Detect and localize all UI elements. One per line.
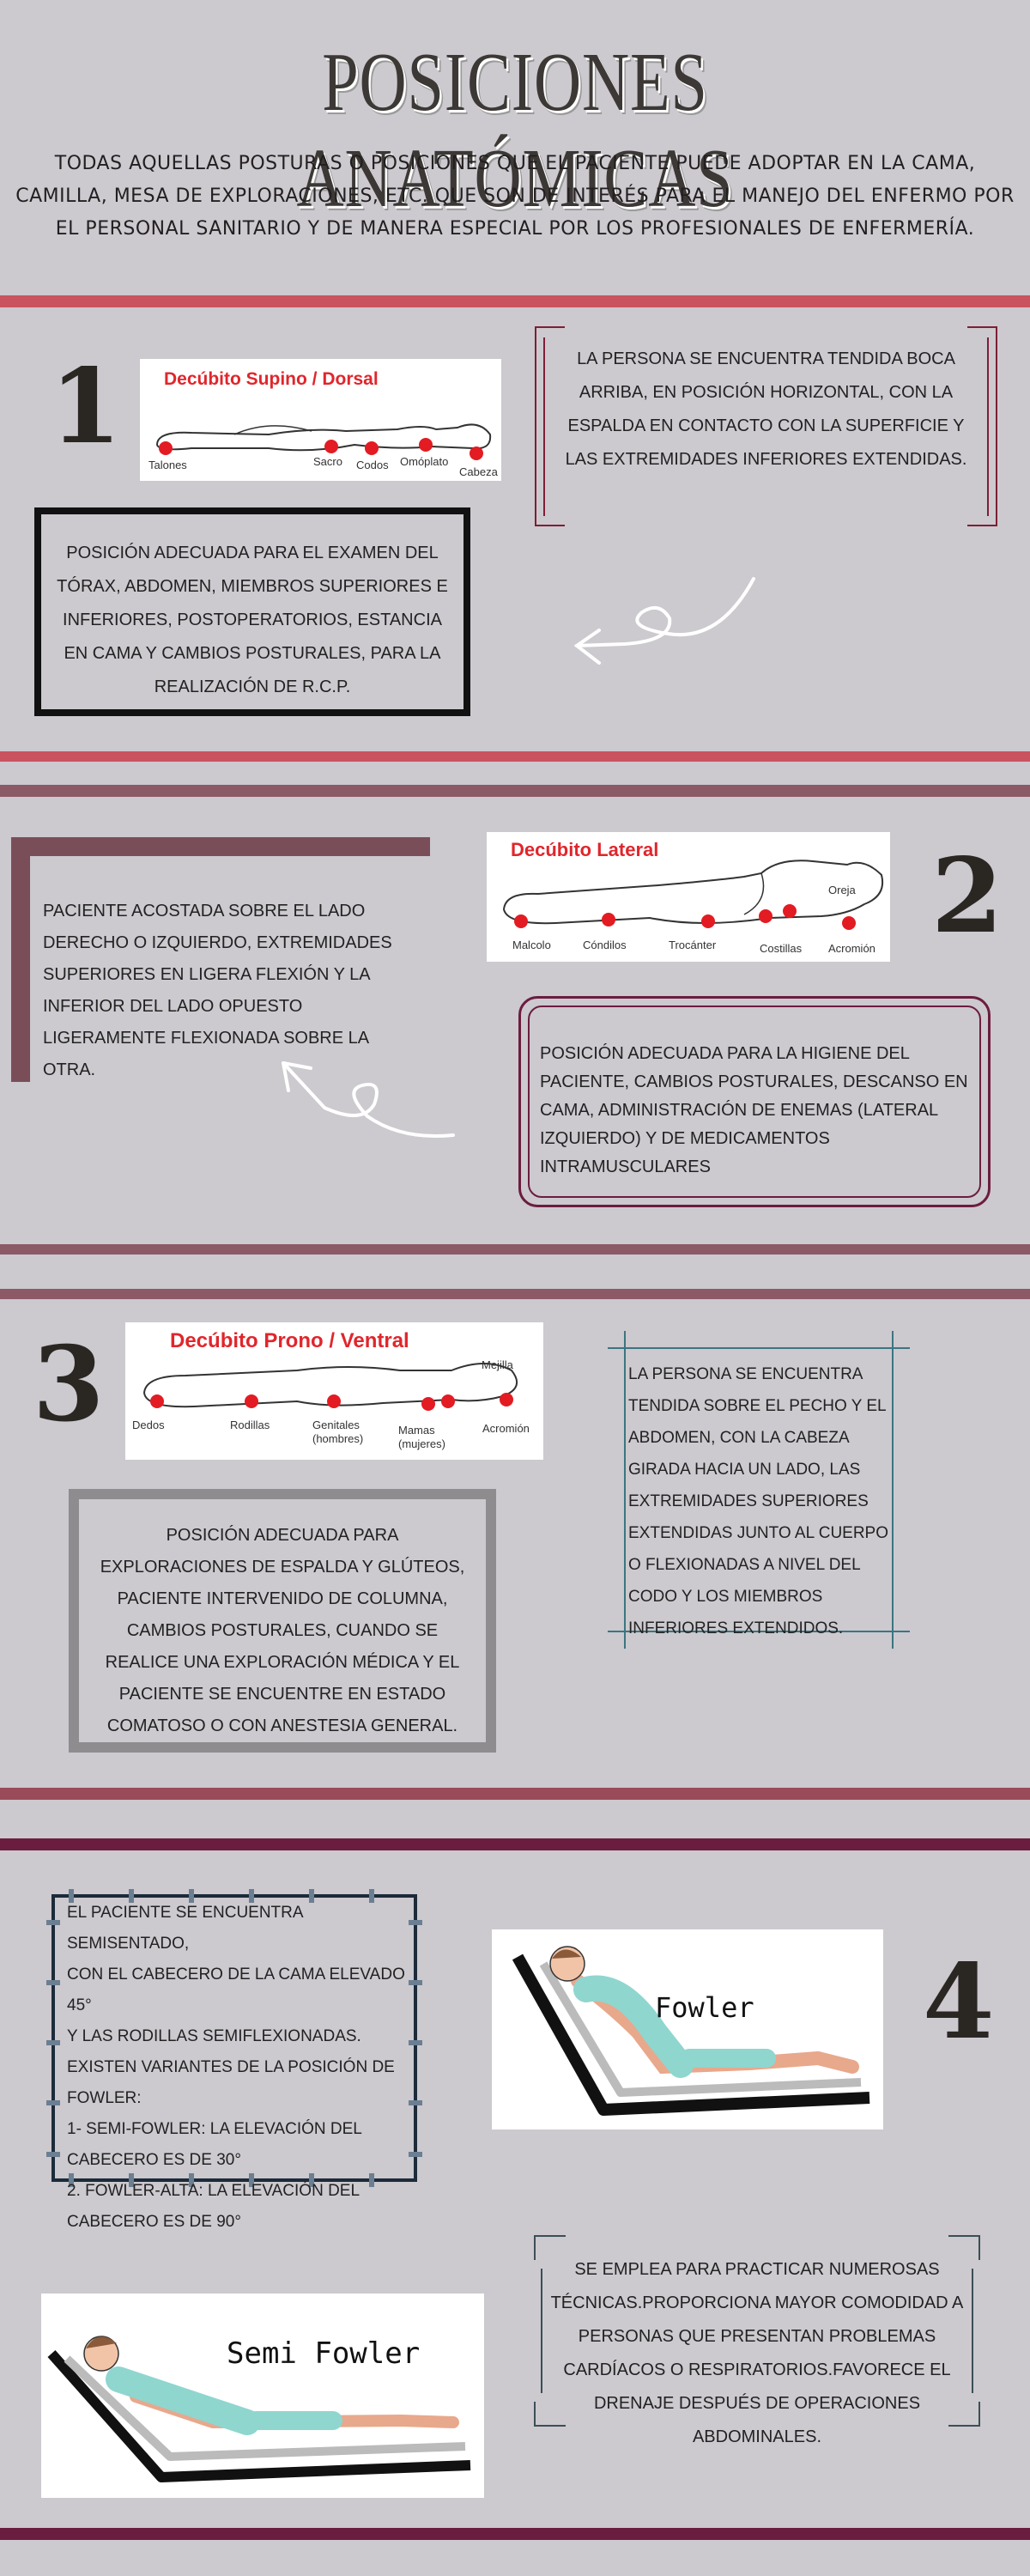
use-box: SE EMPLEA PARA PRACTICAR NUMEROSAS TÉCNI… bbox=[533, 2234, 981, 2446]
image-title: Fowler bbox=[655, 1991, 754, 2024]
image-title: Decúbito Prono / Ventral bbox=[170, 1329, 409, 1352]
acromion-dot bbox=[500, 1393, 513, 1406]
use-text: SE EMPLEA PARA PRACTICAR NUMEROSAS TÉCNI… bbox=[550, 2260, 964, 2446]
fowler-position-image: Fowler bbox=[492, 1929, 883, 2129]
label-cabeza: Cabeza bbox=[459, 465, 498, 478]
label-acromion: Acromión bbox=[482, 1422, 530, 1435]
description-text: LA PERSONA SE ENCUENTRA TENDIDA SOBRE EL… bbox=[628, 1365, 889, 1637]
label-mamas: Mamas (mujeres) bbox=[398, 1424, 445, 1450]
label-condilos: Cóndilos bbox=[583, 939, 627, 951]
label-codos: Codos bbox=[356, 459, 389, 471]
description-text: EL PACIENTE SE ENCUENTRA SEMISENTADO, CO… bbox=[67, 1898, 410, 2238]
label-trocanter: Trocánter bbox=[669, 939, 717, 951]
divider-band bbox=[0, 1244, 1030, 1255]
rodillas-dot bbox=[245, 1394, 258, 1408]
section-number: 1 bbox=[50, 346, 122, 467]
fowler-figure-icon bbox=[512, 1946, 870, 2116]
divider-band bbox=[0, 785, 1030, 797]
codos-dot bbox=[365, 441, 379, 455]
section-number: 4 bbox=[923, 1941, 995, 2063]
divider-band bbox=[0, 751, 1030, 762]
description-line: CABECERO ES DE 30° bbox=[67, 2151, 241, 2169]
section-number: 2 bbox=[931, 835, 1003, 957]
sacro-dot bbox=[324, 440, 338, 453]
divider-band bbox=[0, 1838, 1030, 1850]
image-title: Decúbito Lateral bbox=[511, 839, 659, 860]
supine-figure-icon bbox=[155, 423, 492, 460]
lateral-position-image: Decúbito Lateral Oreja Malcolo Cóndilos … bbox=[487, 832, 890, 962]
description-box: LA PERSONA SE ENCUENTRA TENDIDA BOCA ARR… bbox=[534, 325, 998, 527]
genitales-dot bbox=[327, 1394, 341, 1408]
condilos-dot bbox=[602, 913, 615, 927]
bracket-frame bbox=[534, 2235, 980, 2427]
prone-figure-icon bbox=[142, 1363, 518, 1411]
label-costillas: Costillas bbox=[760, 942, 803, 955]
use-box: POSICIÓN ADECUADA PARA EXPLORACIONES DE … bbox=[69, 1489, 496, 1753]
divider-band bbox=[0, 295, 1030, 307]
bolt-frame bbox=[46, 1889, 422, 2187]
divider-band bbox=[0, 1788, 1030, 1800]
bracket-frame bbox=[535, 326, 997, 526]
lateral-figure-icon bbox=[502, 860, 883, 930]
label-talones: Talones bbox=[148, 459, 187, 471]
use-box: POSICIÓN ADECUADA PARA EL EXAMEN DEL TÓR… bbox=[34, 507, 470, 716]
label-acromion: Acromión bbox=[828, 942, 876, 955]
use-text: POSICIÓN ADECUADA PARA EXPLORACIONES DE … bbox=[100, 1526, 465, 1735]
talones-dot bbox=[159, 441, 173, 455]
costillas-dot bbox=[759, 909, 772, 923]
label-dedos: Dedos bbox=[132, 1419, 165, 1431]
use-box: POSICIÓN ADECUADA PARA LA HIGIENE DEL PA… bbox=[518, 996, 991, 1207]
label-mejilla: Mejilla bbox=[482, 1358, 513, 1371]
description-line: Y LAS RODILLAS SEMIFLEXIONADAS. bbox=[67, 2027, 361, 2045]
image-title: Decúbito Supino / Dorsal bbox=[164, 369, 379, 389]
label-genitales: Genitales (hombres) bbox=[312, 1419, 364, 1445]
semi-fowler-figure-icon bbox=[47, 2336, 471, 2482]
semi-fowler-position-image: Semi Fowler bbox=[41, 2293, 484, 2498]
label-oreja: Oreja bbox=[828, 884, 856, 896]
trocanter-dot bbox=[701, 914, 715, 928]
use-text: POSICIÓN ADECUADA PARA LA HIGIENE DEL PA… bbox=[540, 1044, 968, 1176]
description-box: LA PERSONA SE ENCUENTRA TENDIDA SOBRE EL… bbox=[608, 1331, 910, 1649]
description-line: FOWLER: bbox=[67, 2089, 142, 2107]
omoplato-dot bbox=[419, 438, 433, 452]
description-line: EXISTEN VARIANTES DE LA POSICIÓN DE bbox=[67, 2058, 395, 2076]
page-title: POSICIONES ANATÓMICAS bbox=[296, 36, 734, 225]
divider-band bbox=[0, 2528, 1030, 2540]
description-line: 1- SEMI-FOWLER: LA ELEVACIÓN DEL bbox=[67, 2120, 362, 2138]
intro-text: TODAS AQUELLAS POSTURAS O POSICIONES QUE… bbox=[15, 153, 1015, 240]
description-line: 2. FOWLER-ALTA: LA ELEVACIÓN DEL bbox=[67, 2182, 360, 2200]
label-omoplato: Omóplato bbox=[400, 455, 449, 468]
crossed-frame bbox=[608, 1331, 910, 1649]
label-malcolo: Malcolo bbox=[512, 939, 551, 951]
use-text: POSICIÓN ADECUADA PARA EL EXAMEN DEL TÓR… bbox=[57, 544, 448, 696]
mamas-dot bbox=[421, 1397, 435, 1411]
prone-position-image: Decúbito Prono / Ventral Mejilla Dedos R… bbox=[125, 1322, 543, 1460]
description-text: PACIENTE ACOSTADA SOBRE EL LADO DERECHO … bbox=[43, 902, 392, 1079]
description-line: CON EL CABECERO DE LA CAMA ELEVADO 45° bbox=[67, 1965, 405, 2014]
costillas-dot-2 bbox=[783, 904, 797, 918]
cabeza-dot bbox=[470, 447, 483, 460]
description-line: CABECERO ES DE 90° bbox=[67, 2213, 241, 2231]
section-number: 3 bbox=[33, 1324, 105, 1445]
description-line: EL PACIENTE SE ENCUENTRA SEMISENTADO, bbox=[67, 1904, 303, 1953]
malcolo-dot bbox=[514, 914, 528, 928]
dedos-dot bbox=[150, 1394, 164, 1408]
bracket-corner bbox=[11, 837, 430, 1082]
label-rodillas: Rodillas bbox=[230, 1419, 270, 1431]
swirl-arrow-icon bbox=[573, 577, 755, 665]
description-box: EL PACIENTE SE ENCUENTRA SEMISENTADO, CO… bbox=[43, 1886, 426, 2231]
divider-band bbox=[0, 1289, 1030, 1299]
acromion-dot bbox=[842, 916, 856, 930]
label-sacro: Sacro bbox=[313, 455, 342, 468]
mamas-dot-2 bbox=[441, 1394, 455, 1408]
description-text: LA PERSONA SE ENCUENTRA TENDIDA BOCA ARR… bbox=[565, 349, 967, 469]
swirl-arrow-icon bbox=[282, 1061, 455, 1139]
supine-position-image: Decúbito Supino / Dorsal Talones Sacro C… bbox=[140, 359, 501, 481]
image-title: Semi Fowler bbox=[227, 2336, 421, 2371]
